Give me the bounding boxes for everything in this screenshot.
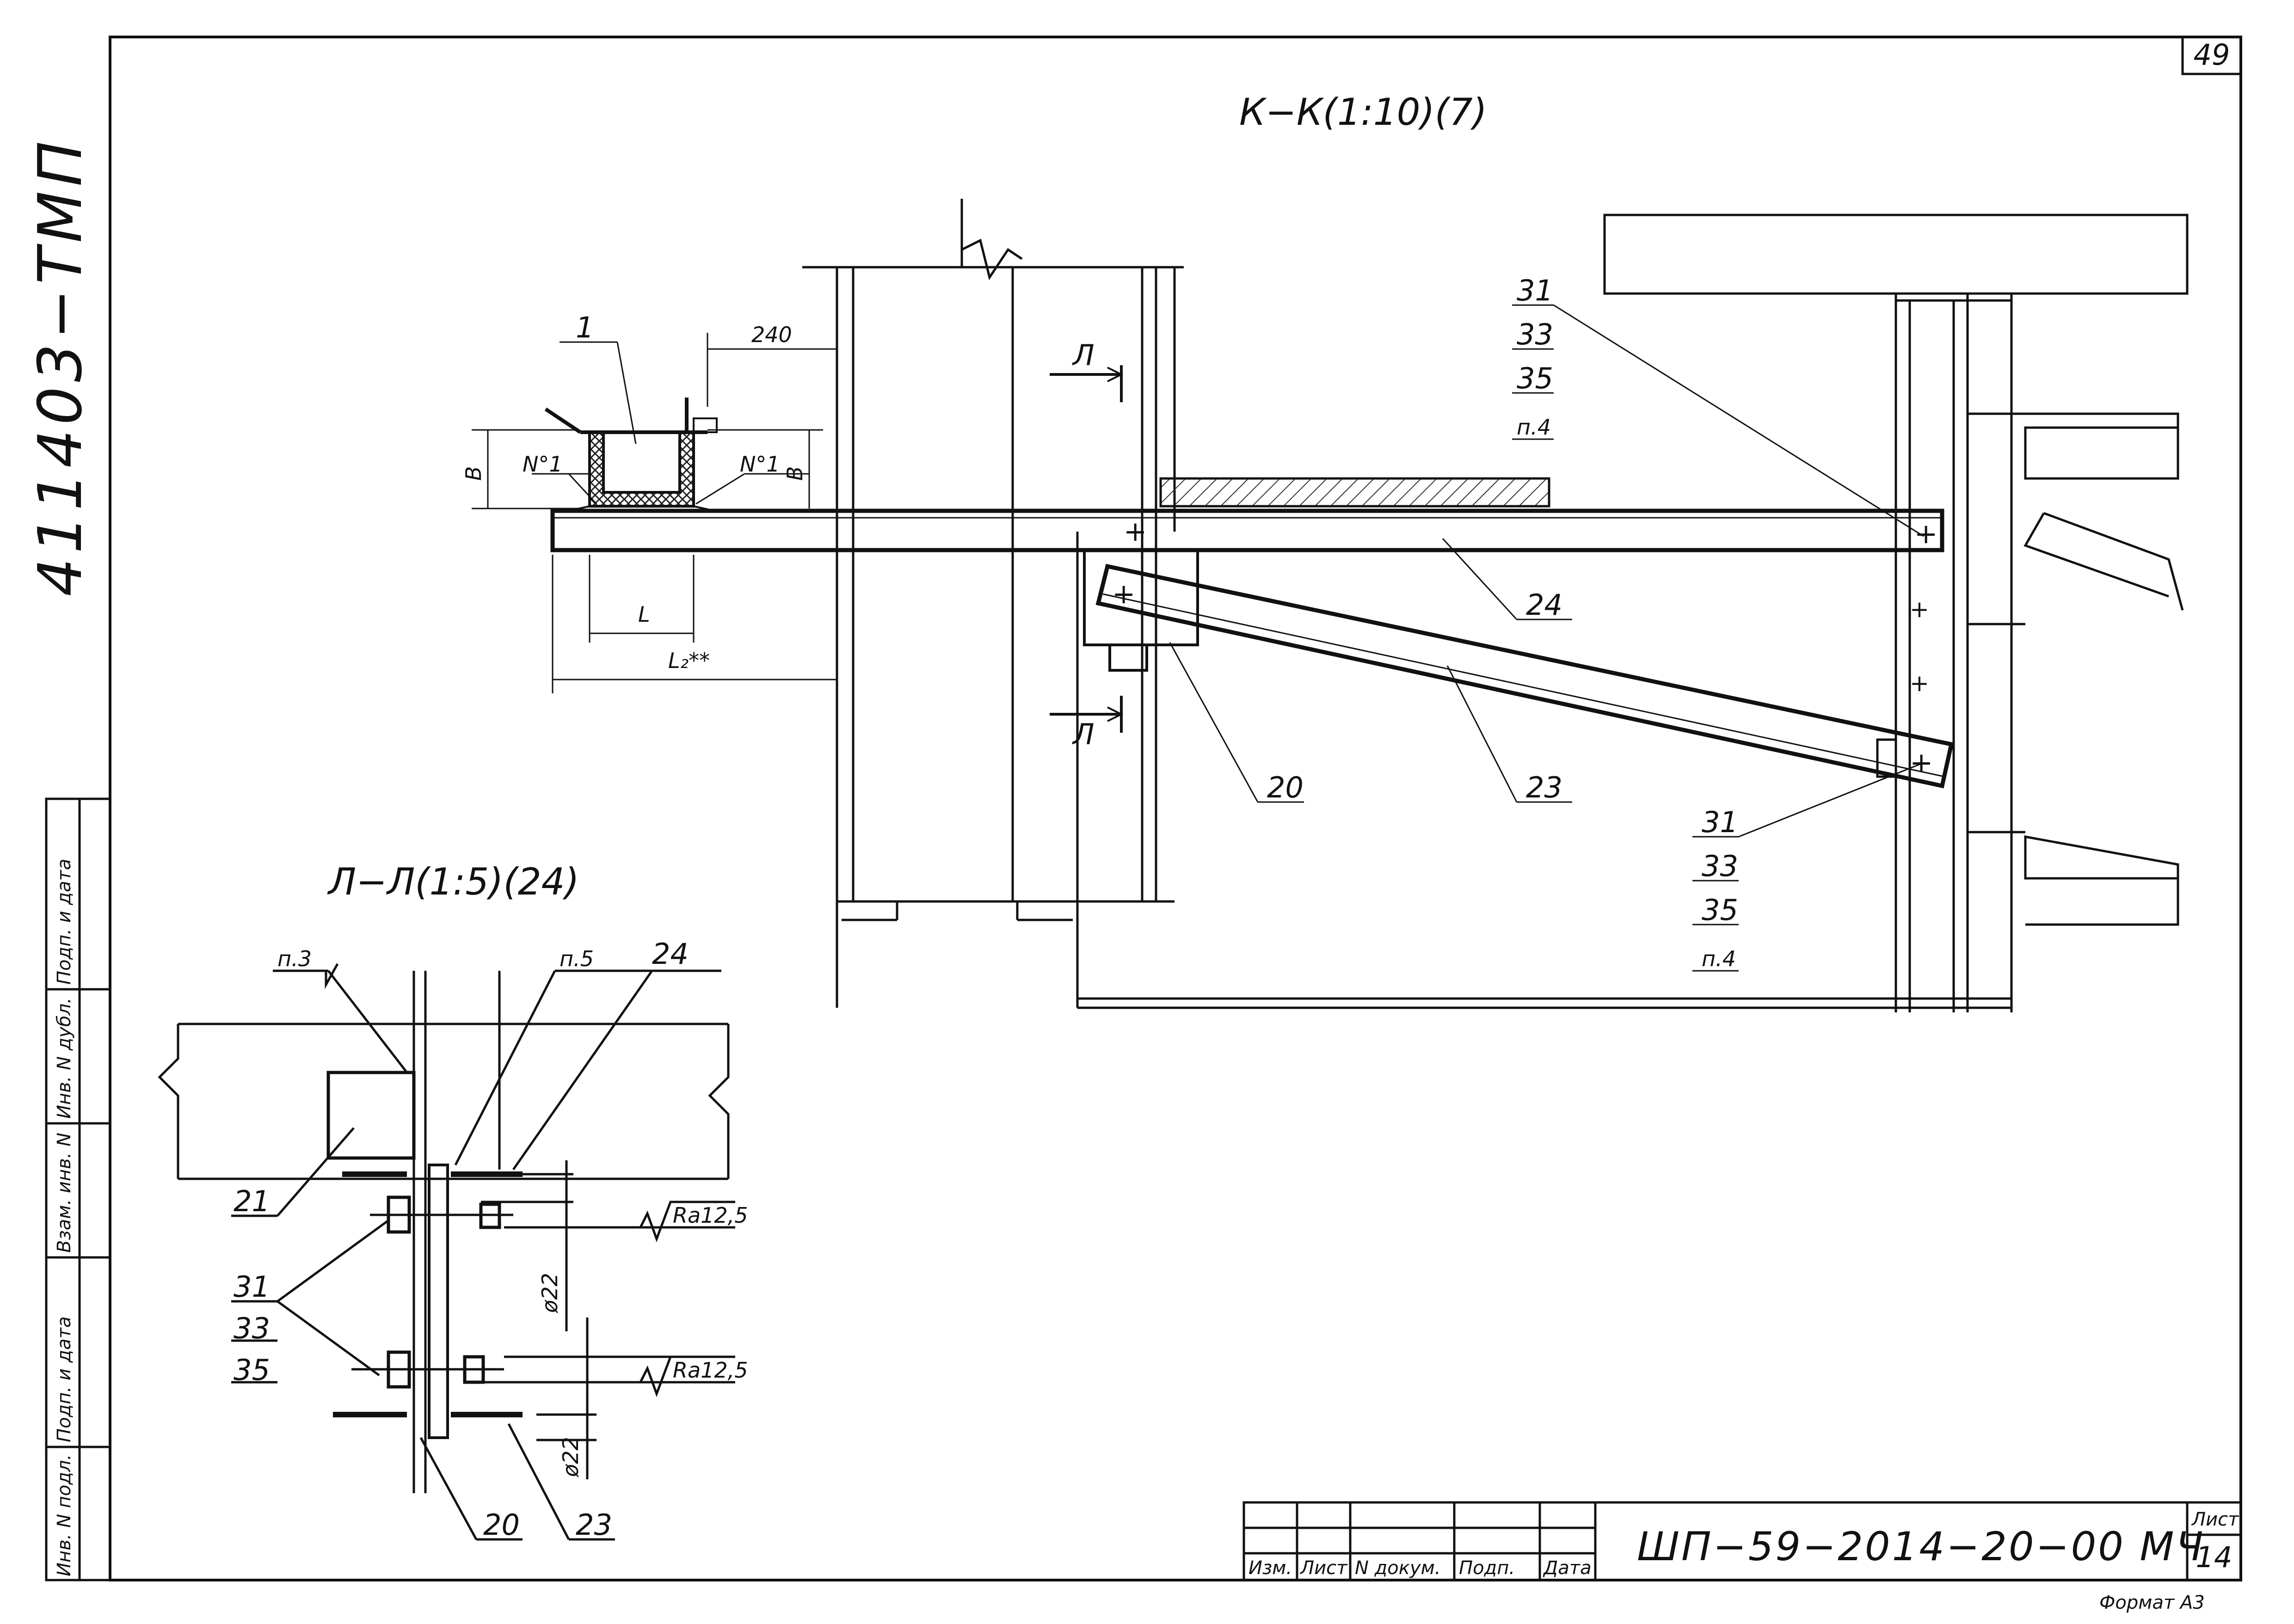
tb-header-podp: Подп. xyxy=(1459,1557,1515,1579)
callout-1: 1 xyxy=(576,311,594,344)
stack-bottom-3: 35 xyxy=(1702,893,1738,927)
tb-header-data: Дата xyxy=(1543,1557,1592,1579)
section-ll-title: Л−Л(1:5)(24) xyxy=(327,860,579,903)
svg-text:+: + xyxy=(1112,578,1135,610)
callout-23-ll: 23 xyxy=(576,1508,612,1542)
stamp-cell-5: Инв. N подл. xyxy=(54,1454,75,1576)
stamp-cell-3: Взам. инв. N xyxy=(54,1133,75,1253)
svg-text:+: + xyxy=(1914,518,1937,550)
stack-top-3: 35 xyxy=(1517,362,1553,395)
tb-header-list: Лист xyxy=(1299,1557,1348,1579)
callout-20-kk: 20 xyxy=(1267,771,1304,804)
bracket-20 xyxy=(1083,550,1199,672)
format-label: Формат A3 xyxy=(2099,1592,2205,1613)
callout-21-ll: 21 xyxy=(234,1184,270,1218)
note-p3: п.3 xyxy=(277,946,312,971)
callout-24-ll: 24 xyxy=(652,937,689,971)
hatched-plate xyxy=(1159,477,1550,508)
dia-1: ø22 xyxy=(537,1273,562,1313)
roughness-2: Ra12,5 xyxy=(673,1358,748,1383)
section-kk-title: К−К(1:10)(7) xyxy=(1239,91,1487,134)
tb-header-izm: Изм. xyxy=(1248,1557,1292,1579)
stack-top-2: 33 xyxy=(1517,318,1553,351)
stamp-cell-2: Инв. N дубл. xyxy=(54,998,75,1119)
svg-text:+: + xyxy=(1910,747,1933,779)
sheet-number: 14 xyxy=(2196,1540,2232,1574)
stack-ll-3: 35 xyxy=(234,1353,270,1387)
svg-text:+: + xyxy=(1910,596,1929,623)
stamp-cell-4: Подп. и дата xyxy=(54,1317,75,1442)
stack-top-4: п.4 xyxy=(1517,415,1551,440)
stack-bottom-2: 33 xyxy=(1702,849,1738,883)
section-ll-drawing xyxy=(158,963,735,1541)
svg-text:+: + xyxy=(1910,670,1929,697)
title-block xyxy=(1242,1501,2242,1581)
stack-ll-1: 31 xyxy=(234,1270,270,1304)
roughness-1: Ra12,5 xyxy=(673,1203,748,1228)
dim-l2: L₂** xyxy=(668,648,710,673)
cut-mark-top: Л xyxy=(1072,338,1095,372)
dimension-lines xyxy=(472,333,837,693)
note-p5: п.5 xyxy=(560,946,594,971)
sheet-label: Лист xyxy=(2191,1509,2239,1530)
stack-top-1: 31 xyxy=(1517,274,1553,307)
cut-mark-bottom: Л xyxy=(1072,717,1095,751)
weld-left: N°1 xyxy=(523,452,563,477)
right-truss xyxy=(1603,214,2189,1012)
callout-23-kk: 23 xyxy=(1526,771,1562,804)
dia-2: ø22 xyxy=(558,1437,583,1477)
dim-b-left: B xyxy=(461,466,486,481)
tb-header-ndoc: N докум. xyxy=(1355,1557,1441,1579)
cut-markers xyxy=(1050,365,1124,733)
svg-text:+: + xyxy=(1124,515,1147,548)
dim-b-right: B xyxy=(782,466,807,481)
side-code: 411403−ТМП xyxy=(25,136,95,596)
side-stamp xyxy=(45,797,111,1581)
stack-bottom-1: 31 xyxy=(1702,805,1738,839)
callout-20-ll: 20 xyxy=(483,1508,520,1542)
callout-leaders-kk xyxy=(1169,304,1924,972)
weld-right: N°1 xyxy=(740,452,780,477)
stamp-cell-1: Подп. и дата xyxy=(54,859,75,985)
dim-l: L xyxy=(638,602,650,627)
dim-240: 240 xyxy=(751,322,792,347)
beam-24: + + xyxy=(550,509,1944,552)
sheet-corner-number: 49 xyxy=(2194,38,2230,72)
beam-23: + + + + xyxy=(1095,564,1954,789)
document-code: ШП−59−2014−20−00 МЧ xyxy=(1637,1524,2205,1570)
callout-24-kk: 24 xyxy=(1526,588,1562,622)
stack-bottom-4: п.4 xyxy=(1702,946,1736,971)
column-structure xyxy=(802,199,2011,1009)
container-1 xyxy=(544,398,718,512)
stack-ll-2: 33 xyxy=(234,1311,270,1345)
